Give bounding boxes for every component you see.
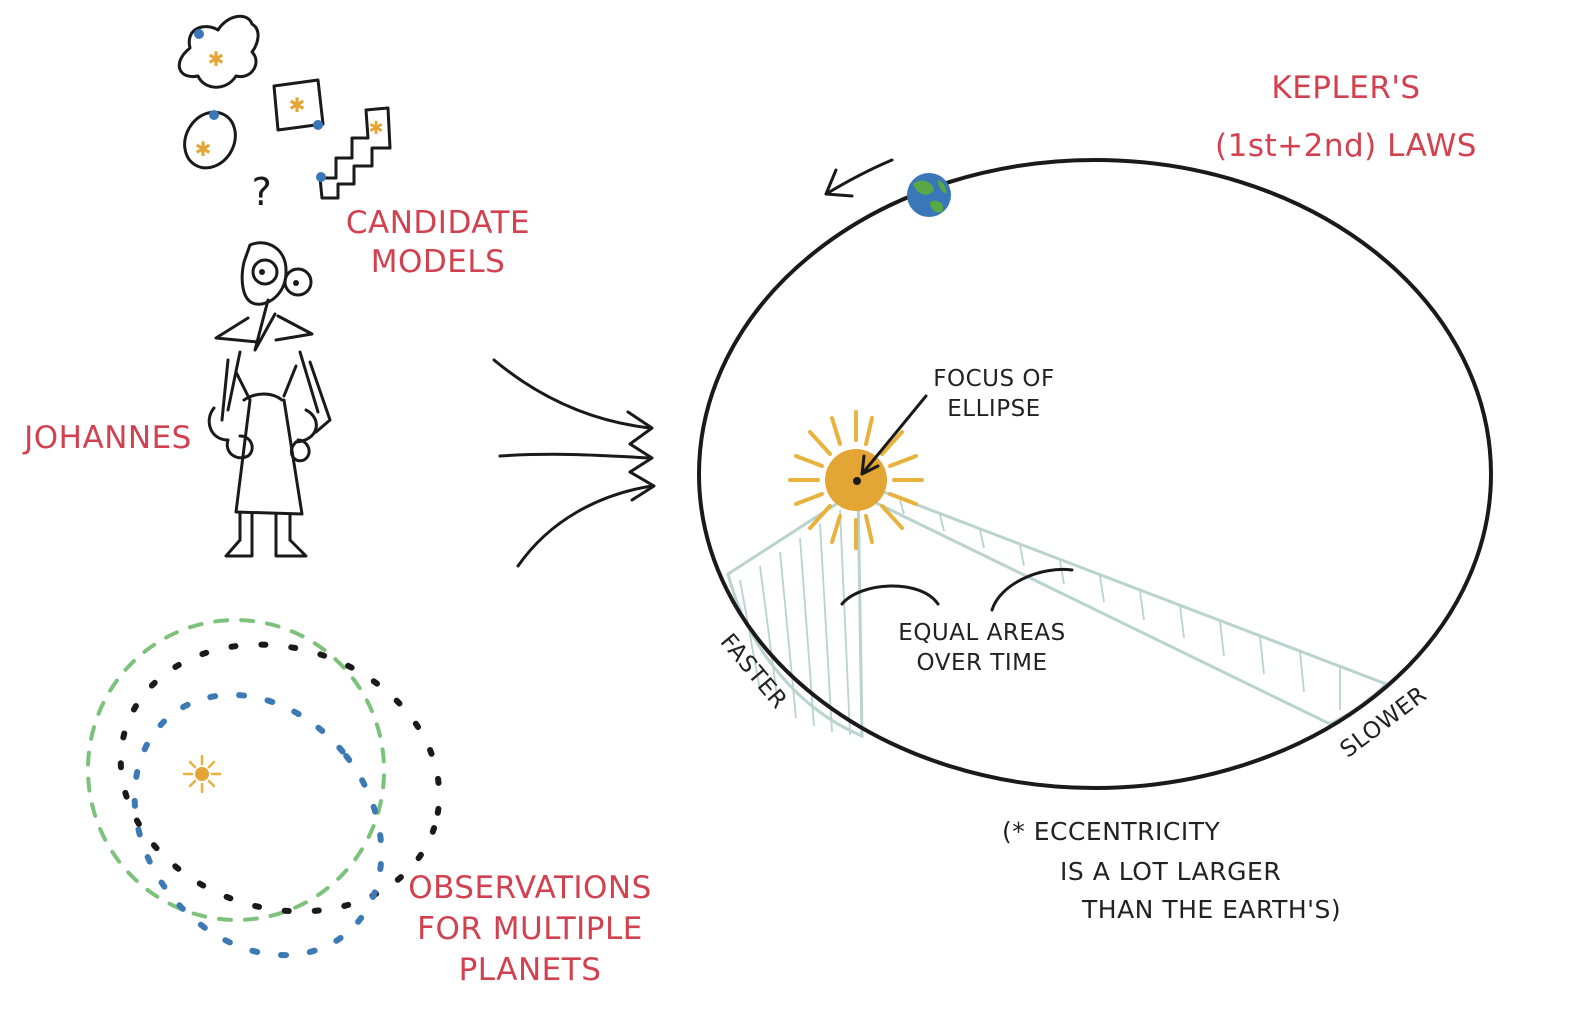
faster-label: FASTER bbox=[715, 629, 792, 714]
title-line1: KEPLER'S bbox=[1271, 70, 1420, 106]
model-stair-shape bbox=[318, 106, 392, 200]
eccentricity-note-line2: IS A LOT LARGER bbox=[1060, 857, 1281, 886]
model-blob-planet bbox=[194, 29, 204, 39]
eccentricity-note-line1: (* ECCENTRICITY bbox=[1002, 817, 1221, 846]
focus-label-line2: ELLIPSE bbox=[947, 396, 1040, 422]
focus-label-line1: FOCUS OF bbox=[933, 366, 1054, 392]
arrow-bottom bbox=[516, 484, 654, 568]
model-ellipse-star: ✱ bbox=[195, 137, 212, 161]
arrow-bottom-head bbox=[628, 470, 656, 502]
eccentricity-note-line3: THAN THE EARTH'S) bbox=[1081, 895, 1341, 924]
candidate-models-label-line2: MODELS bbox=[371, 244, 506, 280]
convergence-arrows bbox=[492, 358, 656, 568]
candidate-models: ✱ ✱ ✱ ✱ ? bbox=[177, 14, 392, 214]
focus-point bbox=[853, 477, 861, 485]
orbit-black bbox=[117, 641, 443, 915]
figure-shoes bbox=[224, 538, 308, 558]
figure-eye-right bbox=[283, 267, 313, 297]
swept-area-slower bbox=[864, 483, 1389, 726]
orbit-blue bbox=[131, 691, 385, 959]
orbit-ellipse bbox=[697, 158, 1493, 790]
figure-head bbox=[240, 241, 288, 306]
figure-eye-left bbox=[251, 258, 279, 286]
arrow-top-head bbox=[626, 410, 654, 446]
figure-pupil-left bbox=[259, 269, 265, 275]
observations-label-line3: PLANETS bbox=[459, 952, 602, 988]
arrow-middle bbox=[498, 452, 652, 460]
observations-orbits bbox=[85, 618, 443, 959]
person-icon bbox=[207, 241, 332, 558]
model-square-star: ✱ bbox=[289, 93, 306, 117]
orbit-green bbox=[85, 618, 387, 922]
title-line2: (1st+2nd) LAWS bbox=[1215, 128, 1477, 164]
sun-icon bbox=[788, 410, 924, 550]
figure-coat-flaps bbox=[220, 358, 332, 434]
focus-pointer bbox=[860, 394, 928, 476]
figure-legs bbox=[238, 512, 292, 542]
swept-area-faster bbox=[726, 487, 864, 739]
figure-nose bbox=[253, 298, 277, 352]
equal-areas-label-line2: OVER TIME bbox=[917, 650, 1048, 676]
figure-collar bbox=[214, 314, 314, 344]
model-square-planet bbox=[313, 120, 323, 130]
model-stair-planet bbox=[316, 172, 326, 182]
arrow-middle-head bbox=[628, 442, 654, 474]
model-square-shape bbox=[272, 78, 325, 132]
model-ellipse-shape bbox=[183, 110, 237, 170]
swept-area-slower-hatch bbox=[899, 499, 1341, 710]
arrow-icon bbox=[824, 158, 894, 198]
model-ellipse-planet bbox=[209, 110, 219, 120]
model-stair-star: ✱ bbox=[368, 118, 383, 139]
kepler-orbit bbox=[697, 158, 1493, 790]
model-blob-shape bbox=[177, 14, 260, 89]
small-sun-icon bbox=[182, 754, 222, 794]
slower-label: SLOWER bbox=[1336, 682, 1432, 764]
swept-area-faster-hatch bbox=[739, 509, 851, 736]
figure-coat bbox=[207, 350, 320, 516]
equal-areas-label-line1: EQUAL AREAS bbox=[898, 620, 1065, 646]
question-mark: ? bbox=[252, 170, 273, 214]
figure-hands bbox=[225, 434, 311, 463]
observations-label-line1: OBSERVATIONS bbox=[408, 870, 652, 906]
observations-label-line2: FOR MULTIPLE bbox=[417, 911, 643, 947]
model-blob-star: ✱ bbox=[208, 47, 225, 71]
johannes-label: JOHANNES bbox=[22, 420, 192, 456]
earth-icon bbox=[907, 173, 951, 217]
figure-pupil-right bbox=[293, 280, 299, 286]
arrow-top bbox=[492, 358, 652, 430]
equal-areas-pointer-left bbox=[840, 584, 940, 606]
equal-areas-pointer-right bbox=[990, 567, 1074, 612]
candidate-models-label-line1: CANDIDATE bbox=[346, 205, 530, 241]
